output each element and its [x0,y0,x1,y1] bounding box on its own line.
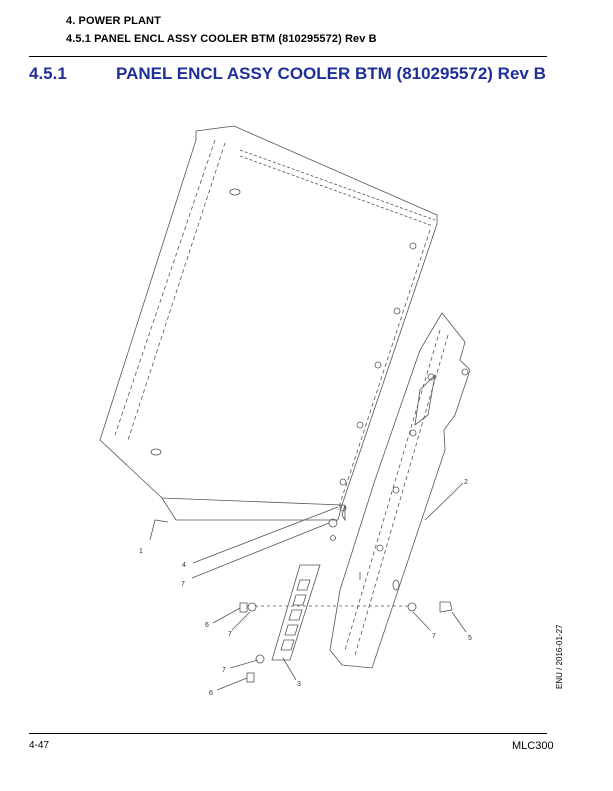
callout-1: 1 [139,548,143,555]
hardware-fasteners [239,504,453,683]
callout-3: 3 [297,681,301,688]
callout-6: 6 [209,690,213,697]
callout-labels: 1 2 3 4 5 6 6 7 7 7 7 [139,479,472,697]
side-rail-part [329,312,471,669]
section-heading: 4.5.1 PANEL ENCL ASSY COOLER BTM (810295… [66,33,377,45]
header-divider [29,56,547,57]
revision-stamp: ENU / 2016-01-27 [555,624,564,689]
main-panel-part [99,125,438,521]
callout-6: 6 [205,622,209,629]
page-number: 4-47 [29,740,50,751]
hinge-bracket-part [271,535,336,661]
section-number: 4.5.1 [29,64,67,83]
callout-7: 7 [228,631,232,638]
callout-7: 7 [181,581,185,588]
footer-divider [29,733,547,734]
chapter-heading: 4. POWER PLANT [66,15,161,27]
callout-4: 4 [182,562,186,569]
callout-5: 5 [468,635,472,642]
callout-7: 7 [222,667,226,674]
callout-2: 2 [464,479,468,486]
section-title: PANEL ENCL ASSY COOLER BTM (810295572) R… [116,64,546,83]
model-name: MLC300 [512,740,554,752]
callout-7: 7 [432,633,436,640]
callout-leaders [149,482,467,691]
